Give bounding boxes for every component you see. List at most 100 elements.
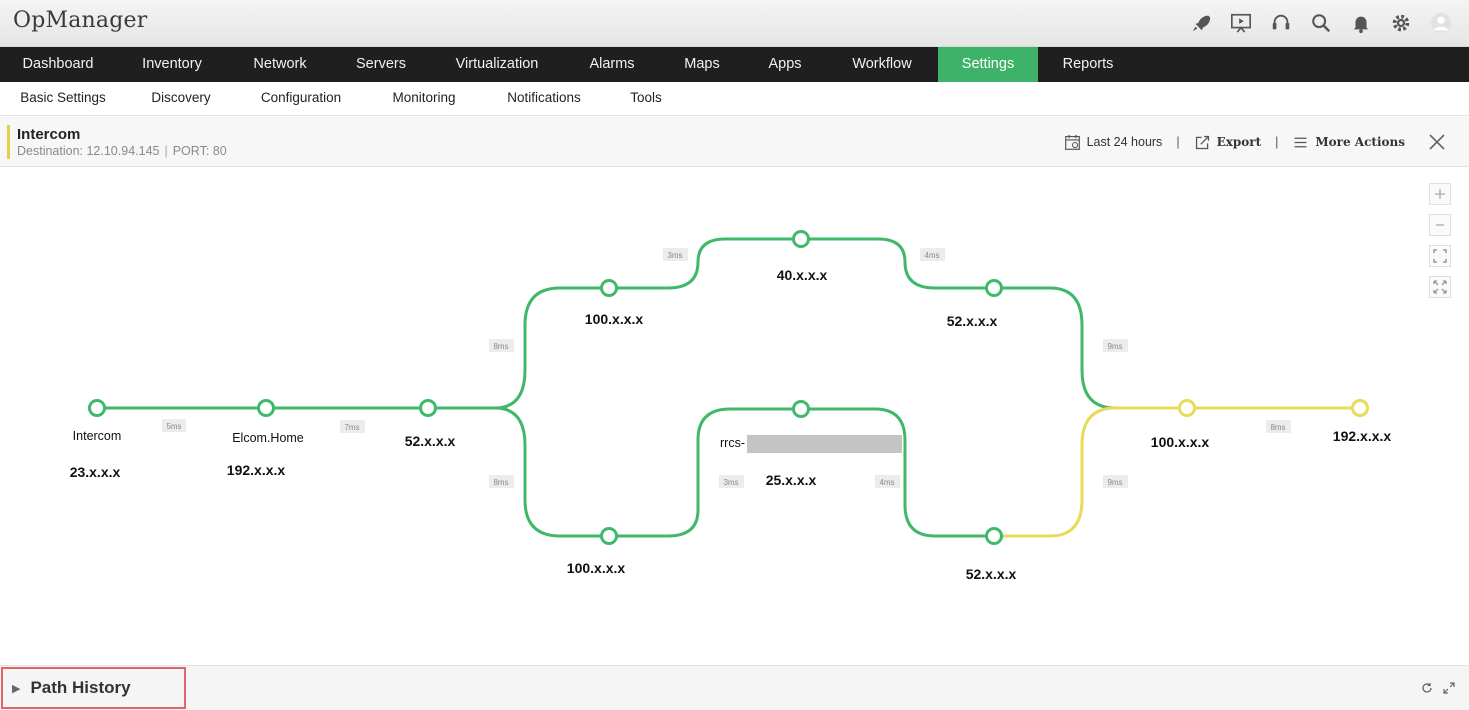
latency-badge: 4ms	[879, 478, 894, 487]
path-history-bar: ▶ Path History	[0, 665, 1469, 710]
main-nav: Dashboard Inventory Network Servers Virt…	[0, 47, 1469, 82]
refresh-icon[interactable]	[1421, 682, 1433, 694]
nav-settings[interactable]: Settings	[938, 47, 1038, 82]
hop-ip: 52.x.x.x	[947, 313, 998, 329]
latency-badge-bg	[340, 420, 365, 433]
zoom-in-button[interactable]	[1429, 183, 1451, 205]
expand-icon[interactable]	[1443, 682, 1455, 694]
path-history-toggle[interactable]: ▶ Path History	[1, 667, 186, 709]
calendar-icon	[1064, 134, 1080, 150]
time-range-label: Last 24 hours	[1086, 135, 1163, 149]
hop-node[interactable]	[88, 399, 106, 417]
nav-maps[interactable]: Maps	[684, 56, 720, 72]
separator: |	[1176, 135, 1180, 149]
path-history-label: Path History	[30, 678, 131, 697]
hop-ip: 23.x.x.x	[70, 464, 121, 480]
time-range-selector[interactable]: Last 24 hours	[1064, 134, 1163, 151]
hop-node[interactable]	[419, 399, 437, 417]
port-text: PORT: 80	[172, 144, 227, 158]
latency-badge-bg	[920, 248, 945, 261]
subnav-notifications[interactable]: Notifications	[507, 90, 581, 105]
export-button[interactable]: Export	[1194, 134, 1261, 151]
nav-apps[interactable]: Apps	[768, 56, 802, 72]
zoom-controls	[1429, 183, 1451, 298]
nav-workflow[interactable]: Workflow	[852, 56, 912, 72]
bottom-icons	[1421, 682, 1455, 694]
hop-node[interactable]	[1351, 399, 1369, 417]
subnav-tools[interactable]: Tools	[630, 90, 662, 105]
bell-icon[interactable]	[1341, 8, 1381, 38]
nav-reports[interactable]: Reports	[1062, 56, 1114, 72]
header-actions: Last 24 hours | Export | More Actions	[1064, 132, 1447, 152]
minus-icon	[1436, 224, 1444, 226]
nav-virtualization[interactable]: Virtualization	[455, 56, 539, 72]
subnav-monitoring[interactable]: Monitoring	[392, 90, 456, 105]
status-accent-bar	[7, 125, 10, 159]
latency-badges: 5ms 7ms 8ms 3ms 4ms 9ms 8ms 3ms 4ms 9ms …	[162, 248, 1291, 488]
nav-network[interactable]: Network	[253, 56, 307, 72]
hop-node[interactable]	[792, 400, 810, 418]
sub-nav: Basic Settings Discovery Configuration M…	[0, 82, 1469, 116]
rocket-icon[interactable]	[1181, 8, 1221, 38]
zoom-out-button[interactable]	[1429, 214, 1451, 236]
hop-labels: Intercom 23.x.x.x Elcom.Home 192.x.x.x 5…	[70, 267, 1392, 582]
subnav-configuration[interactable]: Configuration	[260, 90, 342, 105]
latency-badge: 3ms	[723, 478, 738, 487]
hop-ip: 52.x.x.x	[405, 433, 456, 449]
nav-dashboard[interactable]: Dashboard	[22, 56, 94, 72]
more-actions-button[interactable]: More Actions	[1292, 134, 1405, 151]
latency-badge-bg	[719, 475, 744, 488]
top-bar: OpManager	[0, 0, 1469, 47]
fullscreen-button[interactable]	[1429, 276, 1451, 298]
presentation-icon[interactable]	[1221, 8, 1261, 38]
gear-icon[interactable]	[1381, 8, 1421, 38]
hop-ip: 100.x.x.x	[585, 311, 644, 327]
latency-badge: 8ms	[1270, 423, 1285, 432]
hop-ip: 100.x.x.x	[567, 560, 626, 576]
headset-icon[interactable]	[1261, 8, 1301, 38]
latency-badge-bg	[1103, 339, 1128, 352]
user-avatar-icon[interactable]	[1421, 8, 1461, 38]
hop-ip: 192.x.x.x	[227, 462, 286, 478]
latency-badge-bg	[1266, 420, 1291, 433]
hop-node[interactable]	[600, 279, 618, 297]
path-canvas[interactable]: 5ms 7ms 8ms 3ms 4ms 9ms 8ms 3ms 4ms 9ms …	[0, 167, 1469, 665]
nav-alarms[interactable]: Alarms	[589, 56, 635, 72]
hop-ip: 25.x.x.x	[766, 472, 817, 488]
fit-screen-button[interactable]	[1429, 245, 1451, 267]
latency-badge-bg	[875, 475, 900, 488]
latency-badge: 7ms	[344, 423, 359, 432]
hop-nodes	[88, 230, 1369, 545]
hop-node[interactable]	[600, 527, 618, 545]
export-icon	[1195, 135, 1209, 149]
hop-ip: 52.x.x.x	[966, 566, 1017, 582]
fit-screen-icon	[1433, 249, 1447, 263]
hop-node[interactable]	[985, 527, 1003, 545]
subnav-discovery[interactable]: Discovery	[151, 90, 211, 105]
nav-inventory[interactable]: Inventory	[142, 56, 202, 72]
latency-badge: 3ms	[667, 251, 682, 260]
close-icon[interactable]	[1427, 132, 1447, 152]
search-icon[interactable]	[1301, 8, 1341, 38]
hop-node[interactable]	[1178, 399, 1196, 417]
separator: |	[1275, 135, 1279, 149]
redacted-hostname	[747, 435, 902, 453]
hop-ip: 192.x.x.x	[1333, 428, 1392, 444]
latency-badge-bg	[489, 339, 514, 352]
latency-badge-bg	[162, 419, 186, 432]
hop-node[interactable]	[985, 279, 1003, 297]
subnav-basic-settings[interactable]: Basic Settings	[20, 90, 106, 105]
latency-badge: 9ms	[1107, 342, 1122, 351]
latency-badge-bg	[489, 475, 514, 488]
latency-badge: 8ms	[493, 478, 508, 487]
latency-badge: 5ms	[166, 422, 181, 431]
monitor-header: Intercom Destination: 12.10.94.145|PORT:…	[0, 117, 1469, 167]
expand-arrow-icon: ▶	[12, 682, 21, 695]
more-actions-label: More Actions	[1315, 135, 1405, 149]
hop-node[interactable]	[257, 399, 275, 417]
hop-ip: 100.x.x.x	[1151, 434, 1210, 450]
nav-servers[interactable]: Servers	[356, 56, 406, 72]
latency-badge-bg	[1103, 475, 1128, 488]
hop-node[interactable]	[792, 230, 810, 248]
app-logo[interactable]: OpManager	[13, 8, 148, 33]
